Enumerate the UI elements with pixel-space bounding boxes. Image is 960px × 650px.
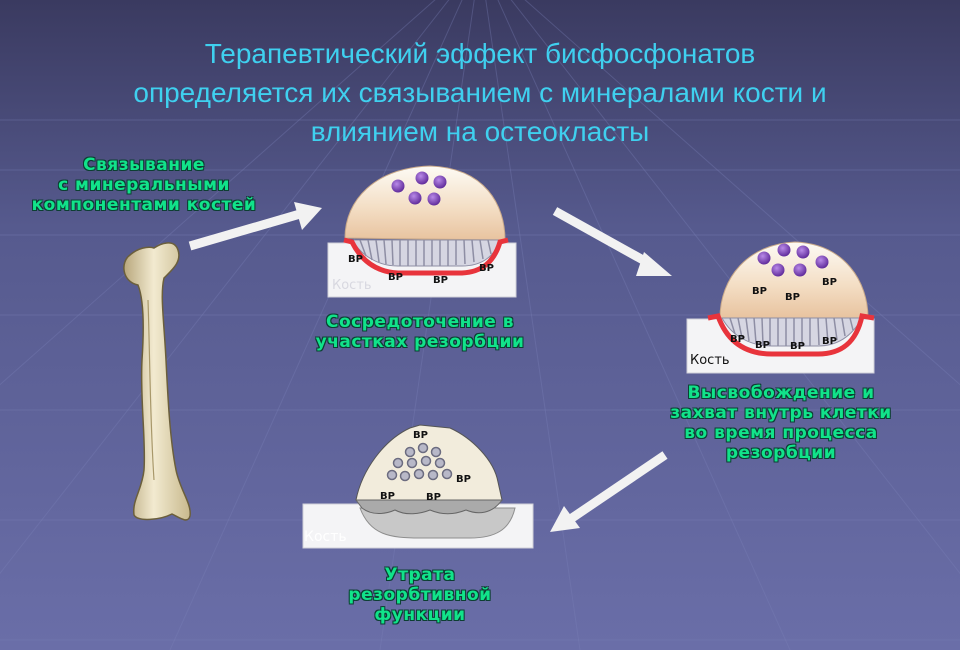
label-line: Утрата bbox=[384, 565, 456, 585]
osteoclast-concentration: BP BP BP BP Кость bbox=[327, 165, 517, 298]
step-label-binding: Связывание с минеральными компонентами к… bbox=[14, 155, 274, 215]
bp-marker: BP bbox=[388, 272, 403, 283]
bp-marker: BP bbox=[456, 474, 471, 485]
femur-bone-icon bbox=[123, 242, 191, 521]
label-line: компонентами костей bbox=[31, 195, 257, 215]
nuclei bbox=[757, 243, 829, 277]
bp-marker: BP bbox=[426, 492, 441, 503]
bp-marker: BP bbox=[755, 340, 770, 351]
bp-marker: BP bbox=[752, 286, 767, 297]
step-label-loss: Утрата резорбтивной функции bbox=[320, 565, 520, 625]
bp-marker: BP bbox=[380, 491, 395, 502]
arrow-to-concentration bbox=[188, 202, 322, 251]
label-line: захват внутрь клетки bbox=[670, 403, 892, 423]
label-line: резорбции bbox=[725, 443, 837, 463]
bp-marker: BP bbox=[413, 430, 428, 441]
osteoclast-release: BP BP BP BP BP BP BP Кость bbox=[686, 241, 875, 374]
label-line: Сосредоточение в bbox=[326, 312, 514, 332]
arrow-to-loss bbox=[550, 451, 668, 532]
title-line: Терапевтический эффект бисфосфонатов bbox=[204, 38, 756, 69]
nuclei bbox=[391, 171, 447, 206]
bp-marker: BP bbox=[785, 292, 800, 303]
resorption-line bbox=[707, 313, 875, 357]
bone-label: Кость bbox=[690, 353, 730, 368]
label-line: функции bbox=[374, 605, 466, 625]
label-line: во время процесса bbox=[684, 423, 878, 443]
bp-marker: BP bbox=[479, 263, 494, 274]
bp-marker: BP bbox=[730, 334, 745, 345]
bp-marker: BP bbox=[822, 336, 837, 347]
bone-label: Кость bbox=[332, 278, 372, 293]
step-label-concentration: Сосредоточение в участках резорбции bbox=[300, 312, 540, 352]
label-line: резорбтивной bbox=[348, 585, 492, 605]
title-line: влиянием на остеокласты bbox=[310, 116, 650, 147]
step-label-release: Высвобождение и захват внутрь клетки во … bbox=[650, 383, 912, 463]
label-line: с минеральными bbox=[58, 175, 230, 195]
label-line: Высвобождение и bbox=[687, 383, 875, 403]
label-line: Связывание bbox=[83, 155, 205, 175]
arrow-to-release bbox=[552, 207, 672, 276]
title-line: определяется их связыванием с минералами… bbox=[133, 77, 827, 108]
bp-marker: BP bbox=[433, 275, 448, 286]
bp-marker: BP bbox=[790, 341, 805, 352]
bp-marker: BP bbox=[348, 254, 363, 265]
slide-title: Терапевтический эффект бисфосфонатов опр… bbox=[0, 34, 960, 151]
bone-label: Кость bbox=[304, 529, 347, 545]
osteoclast-inactive: BP BP BP BP Кость bbox=[302, 424, 534, 549]
bp-marker: BP bbox=[822, 277, 837, 288]
label-line: участках резорбции bbox=[315, 332, 525, 352]
vesicles bbox=[386, 442, 453, 482]
resorption-line bbox=[343, 237, 509, 276]
